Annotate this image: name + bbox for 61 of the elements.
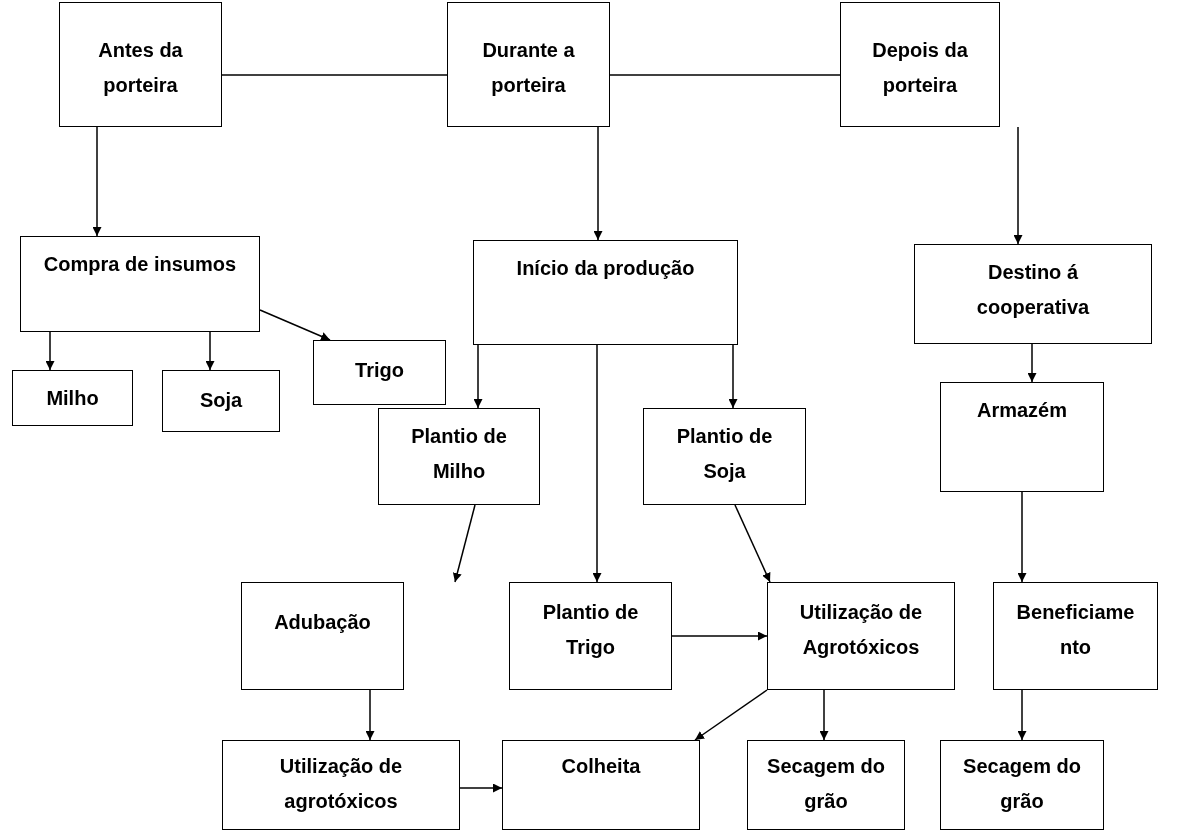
box-label: Plantio de Milho [410,424,508,484]
box-label: Trigo [355,358,404,383]
box-label: Plantio de Soja [675,424,774,484]
arrow [452,504,476,583]
arrow [1017,491,1027,583]
box-label: Destino á cooperativa [975,260,1091,320]
arrow [1017,689,1027,741]
box-label: Colheita [561,754,641,779]
process-box [162,370,280,432]
process-box [993,582,1158,690]
process-box [940,382,1104,492]
process-box [840,2,1000,127]
process-box [767,582,955,690]
process-box [20,236,260,332]
process-box [313,340,446,405]
process-box [502,740,700,830]
box-label: Armazém [976,398,1067,423]
arrow [671,631,768,641]
process-box [12,370,133,426]
box-label: Milho [46,386,99,411]
process-box [473,240,738,345]
box-label: Utilização de Agrotóxicos [798,600,924,660]
process-box [940,740,1104,830]
arrow [593,126,603,241]
arrow [259,309,331,341]
arrow [819,689,829,741]
process-box [509,582,672,690]
box-label: Adubação [274,610,371,635]
process-box [222,740,460,830]
box-label: Secagem do grão [766,754,886,814]
process-box [378,408,540,505]
box-label: Início da produção [516,256,695,281]
box-label: Plantio de Trigo [541,600,640,660]
box-label: Utilização de agrotóxicos [278,754,404,814]
arrow [92,126,102,237]
box-label: Compra de insumos [43,252,237,277]
arrow [473,344,483,409]
arrow [1027,343,1037,383]
box-label: Secagem do grão [962,754,1082,814]
connector-line [221,74,448,76]
box-label: Beneficiame nto [1015,600,1136,660]
arrow [1013,126,1023,245]
process-box [59,2,222,127]
process-box [241,582,404,690]
arrow [728,344,738,409]
arrow [694,689,768,741]
arrow [365,689,375,741]
box-label: Depois da porteira [871,38,969,98]
connector-line [609,74,841,76]
process-box [914,244,1152,344]
arrow [205,331,215,371]
process-box [447,2,610,127]
box-label: Antes da porteira [97,38,184,98]
arrow [459,783,503,793]
box-label: Soja [199,388,243,413]
arrow [734,504,771,583]
process-box [643,408,806,505]
arrow [592,344,602,583]
process-box [747,740,905,830]
box-label: Durante a porteira [481,38,576,98]
arrow [45,331,55,371]
